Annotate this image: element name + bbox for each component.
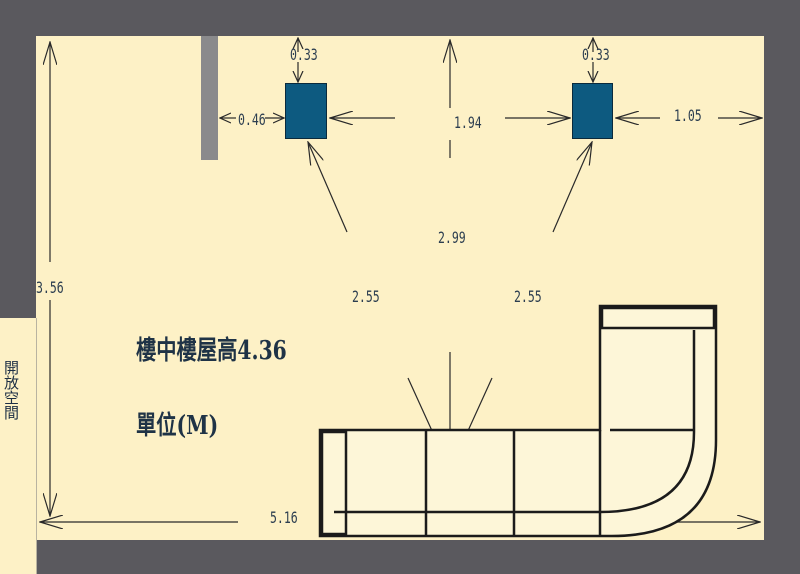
pillar [201, 36, 218, 160]
left-listening-arrow [308, 142, 348, 233]
unit-label: 單位(M) [136, 411, 219, 441]
sofa-top-arm [600, 306, 716, 330]
center-depth-dim: 1.94 [454, 113, 482, 132]
left-speaker-side-dim: 0.46 [238, 110, 266, 129]
open-space-area [0, 318, 37, 574]
right-speaker [572, 83, 613, 139]
sofa-outline [318, 304, 718, 538]
sofa-left-arm [320, 430, 348, 536]
room-depth-dim: 3.56 [36, 278, 64, 297]
sofa-seat-curve [599, 330, 696, 514]
floor-height-label: 樓中樓屋高4.36 [136, 336, 287, 366]
room-width-dim: 5.16 [270, 508, 298, 527]
left-speaker-top-dim: 0.33 [290, 45, 318, 64]
left-listening-dim: 2.55 [352, 287, 380, 306]
left-speaker [285, 83, 327, 139]
sofa [318, 304, 718, 538]
right-speaker-side-dim: 1.05 [674, 106, 702, 125]
right-listening-arrow [552, 142, 592, 233]
open-space-label: 開放空間 [2, 360, 20, 420]
right-speaker-top-dim: 0.33 [582, 45, 610, 64]
speaker-spacing-dim: 2.99 [438, 228, 466, 247]
right-listening-dim: 2.55 [514, 287, 542, 306]
